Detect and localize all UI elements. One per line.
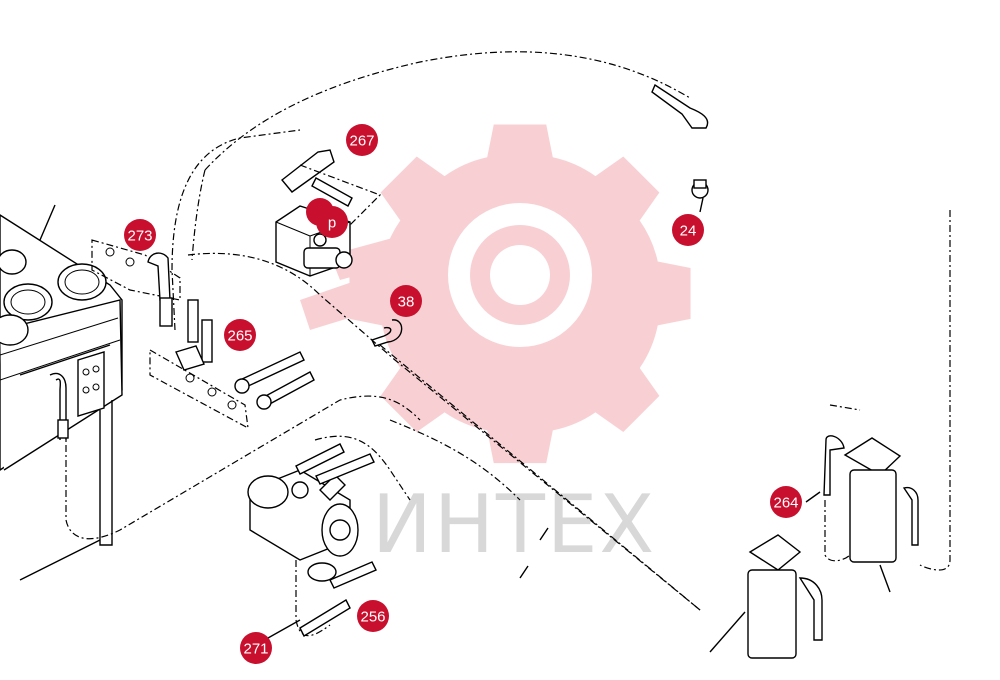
callout-271[interactable]: 271	[240, 632, 272, 664]
hose-fittings-267	[280, 149, 382, 226]
callout-264[interactable]: 264	[770, 486, 802, 518]
callout-265-label: 265	[227, 328, 252, 345]
gear-logo-watermark	[300, 124, 691, 464]
fittings-center	[234, 351, 315, 410]
hose-engine-left	[49, 372, 69, 440]
callout-273-label: 273	[127, 228, 152, 245]
leader-lines	[267, 491, 821, 639]
callout-p[interactable]: p	[306, 198, 348, 238]
callout-267[interactable]: 267	[346, 124, 378, 156]
engine-block	[0, 204, 123, 581]
callout-p-label: p	[328, 215, 336, 232]
callout-24[interactable]: 24	[672, 214, 704, 246]
callout-24-label: 24	[680, 223, 697, 240]
hose-256-271	[299, 561, 377, 637]
callout-38-label: 38	[398, 294, 415, 311]
fitting-24	[651, 83, 709, 213]
filter-assembly-lower	[709, 534, 823, 659]
routing-lines	[65, 51, 951, 637]
manifold-bracket-upper	[91, 239, 181, 301]
filter-assembly-right	[823, 435, 919, 593]
callout-38[interactable]: 38	[390, 285, 422, 317]
manifold-bracket-lower	[149, 348, 249, 430]
clamp-38	[371, 319, 403, 347]
callout-256[interactable]: 256	[357, 600, 389, 632]
fitting-273	[147, 252, 173, 327]
watermark-text: ИНТЕХ	[372, 478, 656, 571]
callout-256-label: 256	[360, 609, 385, 626]
callout-265[interactable]: 265	[224, 319, 256, 351]
callout-264-label: 264	[773, 495, 798, 512]
callout-271-label: 271	[243, 641, 268, 658]
fitting-265	[175, 299, 213, 371]
pump-assembly	[247, 443, 375, 582]
callout-273[interactable]: 273	[124, 219, 156, 251]
callout-267-label: 267	[349, 133, 374, 150]
